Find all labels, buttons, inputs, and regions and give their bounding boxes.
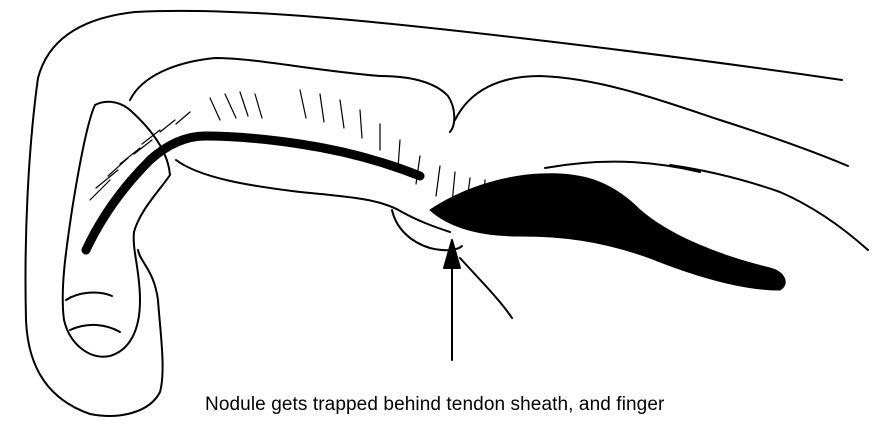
fingertip-bone (63, 102, 170, 357)
palm-skin-line (545, 162, 700, 172)
middle-phalanx-outline (130, 58, 454, 132)
proximal-joint-bone (455, 76, 848, 166)
palm-lower-line (460, 258, 512, 318)
fingertip-joint-crease (66, 293, 120, 332)
figure-caption: Nodule gets trapped behind tendon sheath… (205, 394, 664, 416)
pointer-arrow-head (444, 240, 460, 268)
tendon-nodule (430, 174, 785, 290)
finger-lower-contour (670, 165, 868, 250)
